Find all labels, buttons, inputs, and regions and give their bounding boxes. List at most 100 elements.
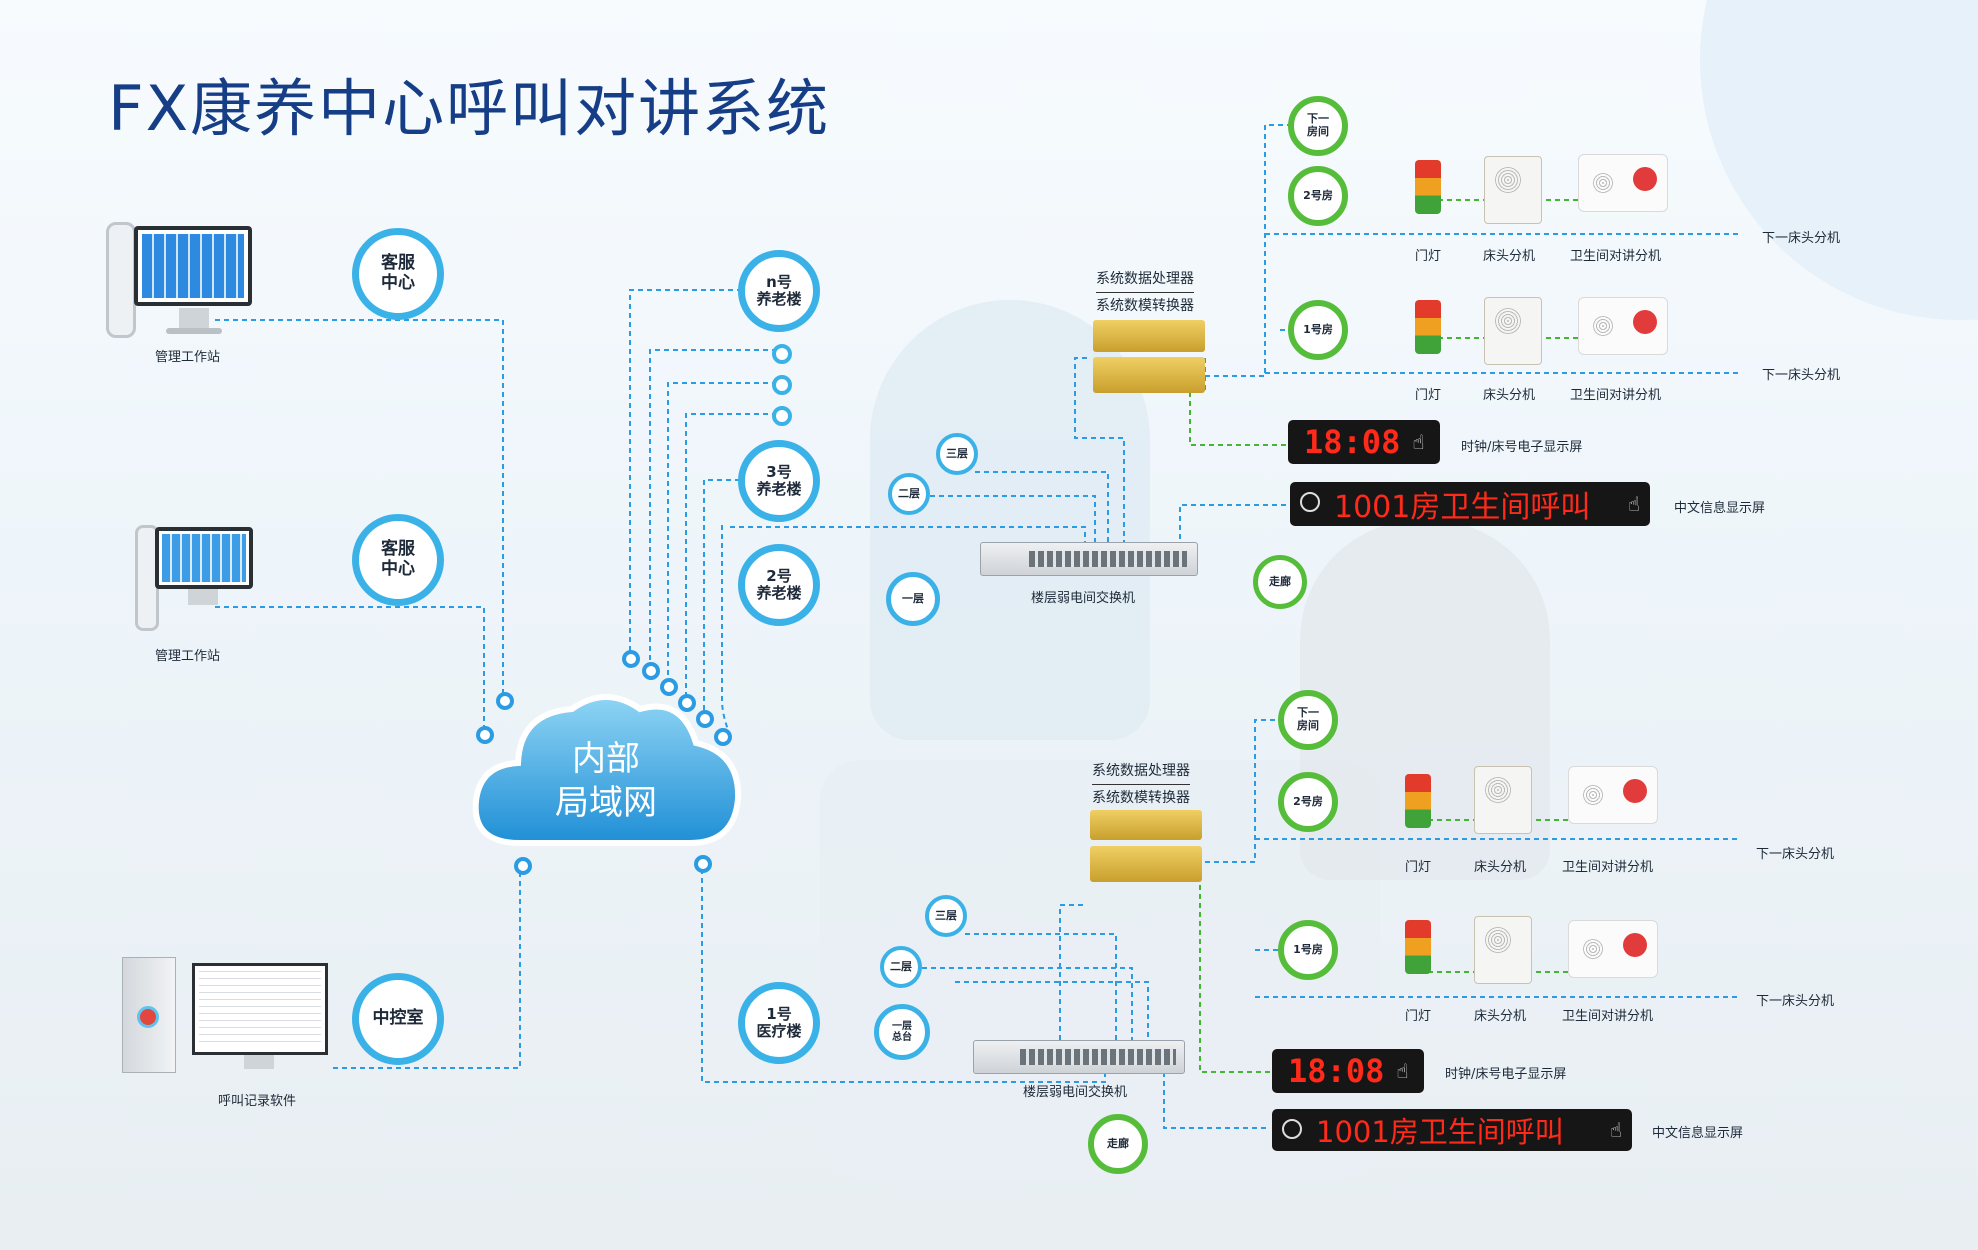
building-3-node: 3号 养老楼: [738, 440, 820, 522]
line-processor-to-rooms-top: [1204, 124, 1296, 390]
service-center-node-1: 客服 中心: [352, 228, 444, 320]
power-button-icon: [137, 1006, 159, 1028]
top-switch-label: 楼层弱电间交换机: [1031, 591, 1136, 606]
building-placeholder-dot: [772, 406, 792, 426]
bottom-processor-label-2: 系统数模转换器: [1092, 784, 1190, 807]
connector-dot: [622, 650, 640, 668]
top-floor-3-node: 三层: [936, 433, 978, 475]
cloud-label-line2: 局域网: [555, 783, 657, 823]
line-bottom-floor1: [955, 981, 1149, 1040]
hand-icon: ☝: [1627, 492, 1640, 516]
bottom-room-1-node: 1号房: [1278, 920, 1338, 980]
wire-clock-top: [1189, 392, 1288, 446]
no-symbol-icon: [1282, 1119, 1302, 1139]
line-cloud-to-bottom-switch: [701, 860, 1106, 1083]
bed-unit-icon: [1484, 297, 1542, 365]
bed-unit-icon: [1474, 766, 1532, 834]
bottom-floor-switch: [973, 1040, 1185, 1074]
service-center-node-2: 客服 中心: [352, 514, 444, 606]
bottom-floor-3-node: 三层: [925, 895, 967, 937]
hand-icon: ☝: [1412, 430, 1425, 454]
bottom-bathroom-unit-label-2: 卫生间对讲分机: [1562, 1009, 1654, 1024]
connector-dot: [714, 728, 732, 746]
bottom-led-display: 1001房卫生间呼叫 ☝: [1272, 1109, 1632, 1151]
bottom-door-light-label-2: 门灯: [1405, 1009, 1432, 1024]
lan-cloud: 内部 局域网: [468, 683, 744, 851]
phone-handset-icon: [106, 222, 136, 338]
call-log-computer: [122, 955, 332, 1073]
top-bed-unit-label: 床头分机: [1483, 249, 1536, 264]
top-next-room-node: 下一 房间: [1288, 96, 1348, 156]
line-bottom-floor2: [922, 967, 1133, 1040]
bottom-bathroom-unit-label: 卫生间对讲分机: [1562, 860, 1654, 875]
line-dot-2: [667, 382, 777, 686]
bed-unit-icon: [1474, 916, 1532, 984]
connector-dot: [476, 726, 494, 744]
bottom-processor-unit-2: [1090, 846, 1202, 882]
line-to-top-switch: [730, 526, 1086, 545]
top-room-2-node: 2号房: [1288, 166, 1348, 226]
line-dot-3: [685, 413, 777, 702]
line-building-n: [629, 289, 742, 657]
bottom-next-bed-label-1: 下一床头分机: [1756, 847, 1835, 862]
top-clock-display: 18:08 ☝: [1288, 420, 1440, 464]
monitor-screen: [134, 226, 252, 306]
wire-clock-bottom: [1199, 876, 1270, 1073]
sos-button-icon: [1633, 167, 1657, 191]
control-room-node: 中控室: [352, 973, 444, 1065]
door-light-icon: [1405, 920, 1431, 974]
bottom-processor-unit-1: [1090, 810, 1202, 840]
door-light-icon: [1415, 160, 1441, 214]
cloud-label-line1: 内部: [572, 739, 640, 779]
building-1-node: 1号 医疗楼: [738, 982, 820, 1064]
bathroom-unit-icon: [1568, 920, 1658, 978]
bottom-bed-unit-label: 床头分机: [1474, 860, 1527, 875]
bed-unit-icon: [1484, 156, 1542, 224]
bottom-floor-1-node: 一层 总台: [874, 1004, 930, 1060]
line-switch-to-led-bottom: [1163, 1072, 1270, 1129]
connector-dot: [694, 855, 712, 873]
monitor-screen: [155, 527, 253, 589]
top-led-label: 中文信息显示屏: [1674, 501, 1766, 516]
top-led-display: 1001房卫生间呼叫 ☝: [1290, 482, 1650, 526]
top-next-bed-label-2: 下一床头分机: [1762, 368, 1841, 383]
building-2-node: 2号 养老楼: [738, 544, 820, 626]
bottom-room-2-node: 2号房: [1278, 772, 1338, 832]
management-workstation-2: [133, 525, 263, 645]
top-clock-label: 时钟/床号电子显示屏: [1461, 440, 1583, 455]
top-floor-switch: [980, 542, 1198, 576]
monitor-screen: [192, 963, 328, 1055]
line-processor-to-rooms-bottom: [1205, 719, 1285, 863]
pc-tower: [122, 957, 176, 1073]
bottom-processor-label-1: 系统数据处理器: [1092, 763, 1190, 779]
top-processor-label-1: 系统数据处理器: [1096, 271, 1194, 287]
top-door-light-label-2: 门灯: [1415, 388, 1442, 403]
cloud-icon: [472, 694, 742, 846]
workstation-2-label: 管理工作站: [155, 649, 221, 664]
connector-dot: [642, 662, 660, 680]
workstation-1-label: 管理工作站: [155, 350, 221, 365]
bottom-next-bed-label-2: 下一床头分机: [1756, 994, 1835, 1009]
line-workstation-2: [215, 606, 485, 732]
connector-dot: [660, 678, 678, 696]
top-bathroom-unit-label-2: 卫生间对讲分机: [1570, 388, 1662, 403]
management-workstation-1: [104, 222, 284, 342]
hand-icon: ☝: [1609, 1118, 1622, 1142]
top-floor-1-node: 一层: [886, 572, 940, 626]
top-room-1-node: 1号房: [1288, 300, 1348, 360]
door-light-icon: [1415, 300, 1441, 354]
building-n-node: n号 养老楼: [738, 250, 820, 332]
top-processor-label-2: 系统数模转换器: [1096, 292, 1194, 315]
page-title: FX康养中心呼叫对讲系统: [108, 72, 831, 145]
bottom-clock-display: 18:08 ☝: [1272, 1049, 1424, 1093]
connector-dot: [696, 710, 714, 728]
top-corridor-node: 走廊: [1253, 555, 1307, 609]
line-building-3: [703, 479, 740, 718]
bathroom-unit-icon: [1578, 154, 1668, 212]
sos-button-icon: [1623, 779, 1647, 803]
top-processor-unit-1: [1093, 320, 1205, 352]
bottom-door-light-label: 门灯: [1405, 860, 1432, 875]
top-door-light-label: 门灯: [1415, 249, 1442, 264]
